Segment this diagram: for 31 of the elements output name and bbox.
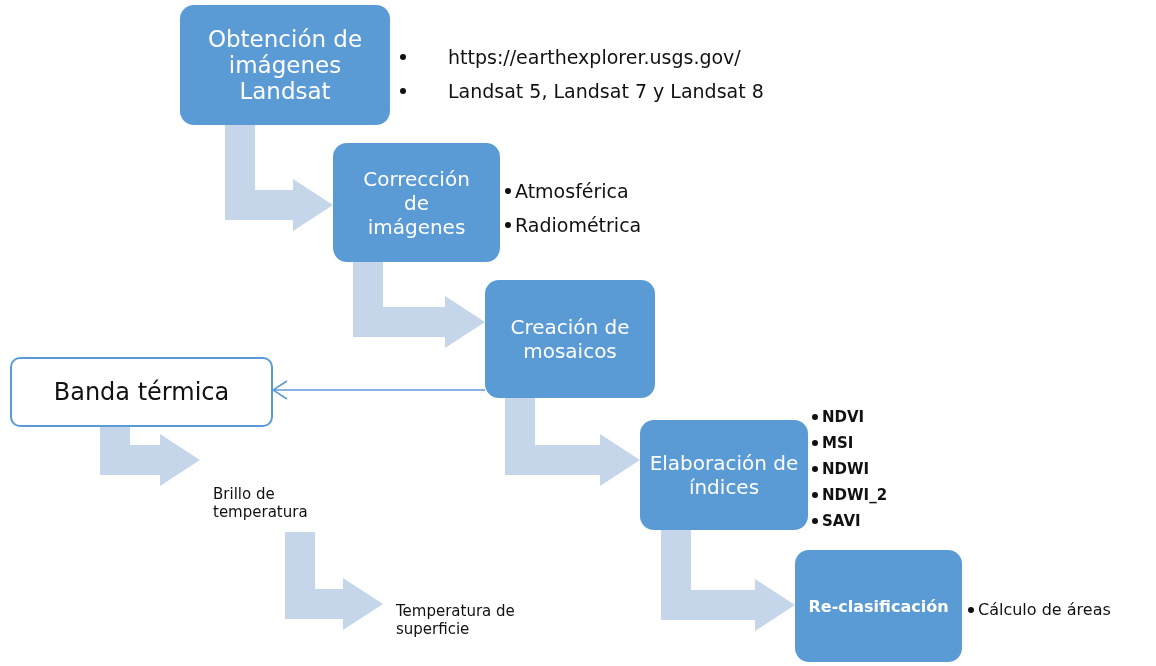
process-box — [640, 420, 808, 530]
box-label: Elaboración de índices — [648, 451, 800, 499]
block-arrow — [100, 427, 200, 486]
bullet-text: MSI — [822, 433, 854, 454]
process-box — [795, 550, 962, 662]
process-box — [333, 143, 500, 262]
bullet-text: NDWI — [822, 459, 870, 480]
box-label: Corrección de imágenes — [362, 166, 471, 239]
step-label: Brillo de temperatura — [213, 485, 309, 521]
bullet-text: NDWI_2 — [822, 485, 888, 506]
bullet-text: Cálculo de áreas — [978, 599, 1111, 621]
output-box — [10, 357, 273, 427]
block-arrow — [285, 532, 383, 630]
bullet-text: SAVI — [822, 511, 861, 532]
block-arrow — [353, 262, 485, 348]
block-arrow — [225, 125, 333, 231]
box-label: Creación de mosaicos — [509, 315, 631, 363]
bullet-text: Radiométrica — [515, 213, 642, 238]
box-label: Obtención de imágenes Landsat — [206, 26, 364, 104]
bullet-text: NDVI — [822, 407, 865, 428]
process-box — [180, 5, 390, 125]
box-label: Banda térmica — [53, 378, 230, 406]
block-arrow — [661, 530, 795, 631]
process-box — [485, 280, 655, 398]
bullet-text: Landsat 5, Landsat 7 y Landsat 8 — [448, 79, 764, 104]
step-label: Temperatura de superficie — [396, 602, 515, 638]
arrow — [272, 380, 486, 400]
box-label: Re-clasificación — [808, 596, 949, 616]
bullet-text: https://earthexplorer.usgs.gov/ — [448, 45, 741, 70]
block-arrow — [505, 398, 640, 486]
bullet-text: Atmosférica — [515, 179, 629, 204]
